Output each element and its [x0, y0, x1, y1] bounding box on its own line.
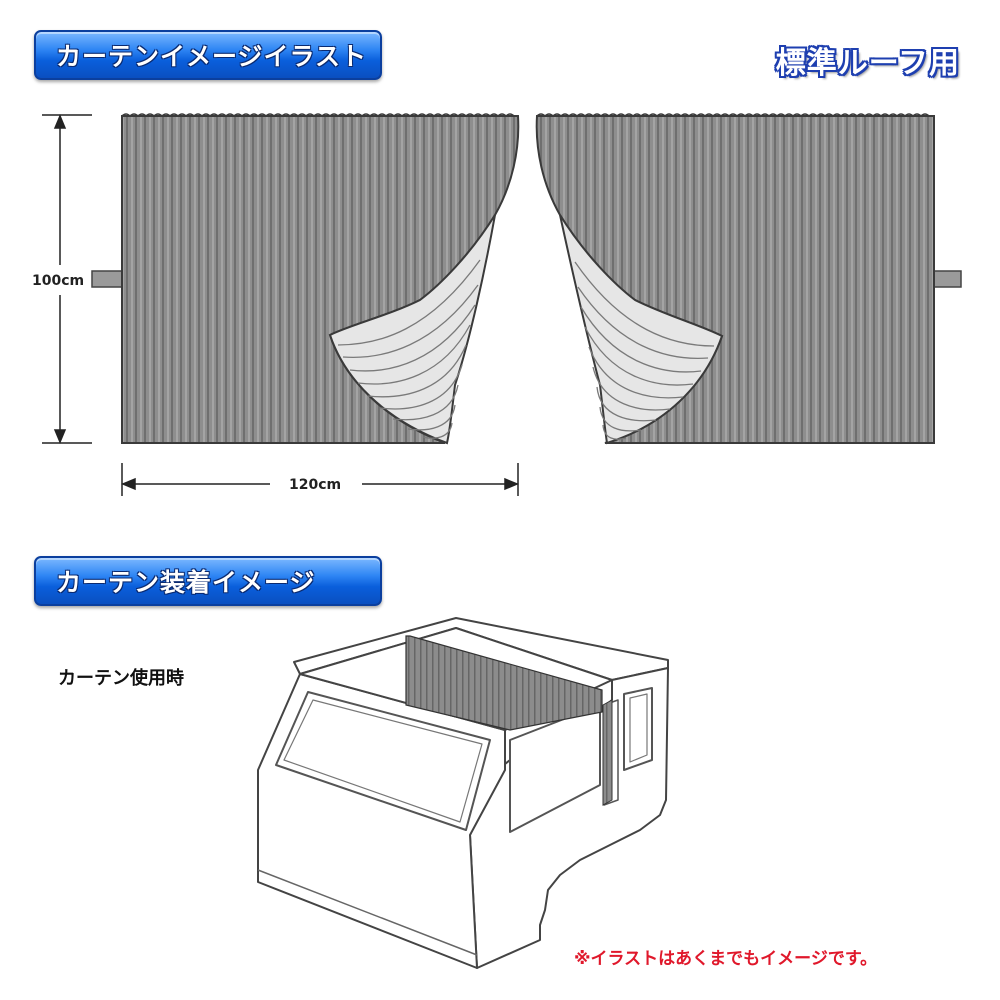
section-title-text: カーテン装着イメージ [56, 568, 316, 597]
width-label: 120cm [289, 477, 341, 493]
left-rod-stub [91, 270, 123, 288]
truck-cab-illustration [257, 617, 669, 969]
standard-roof-label: 標準ルーフ用 [775, 46, 960, 81]
right-curtain [535, 113, 935, 445]
section-title-curtain-illustration: カーテンイメージイラスト [34, 30, 382, 80]
width-dimension [121, 463, 519, 496]
section-title-curtain-fitting: カーテン装着イメージ [34, 556, 382, 606]
height-label: 100cm [32, 273, 84, 289]
left-curtain [121, 113, 520, 445]
cab-curtain [405, 635, 603, 731]
disclaimer-text: ※イラストはあくまでもイメージです。 [574, 949, 878, 969]
height-dimension [42, 114, 92, 444]
cab-curtain-side [602, 699, 613, 806]
curtain-in-use-label: カーテン使用時 [58, 668, 184, 689]
section-title-text: カーテンイメージイラスト [56, 42, 368, 71]
